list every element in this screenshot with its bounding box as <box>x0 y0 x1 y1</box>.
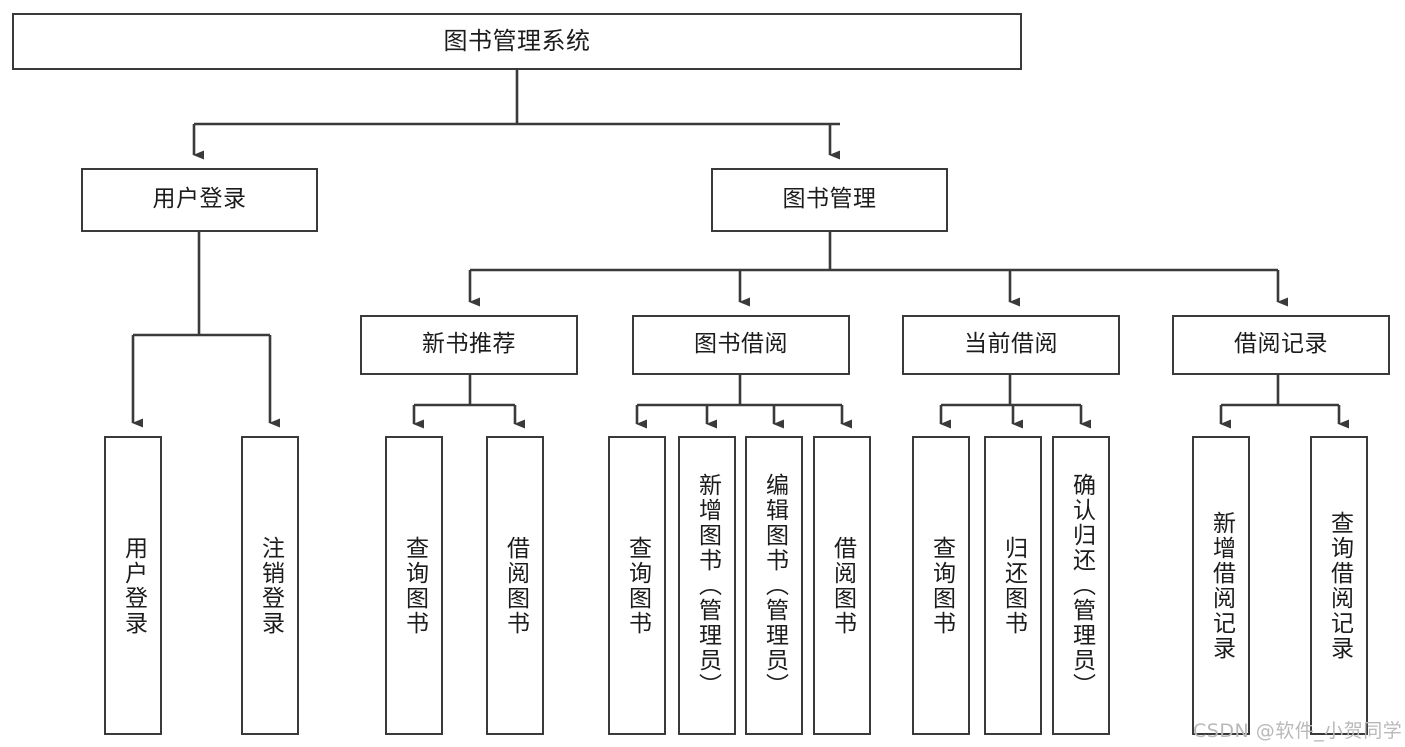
node-root-system[interactable]: 图书管理系统 <box>12 13 1022 70</box>
node-leaf-query-borrow-record[interactable]: 查询借阅记录 <box>1310 436 1368 735</box>
node-label: 新书推荐 <box>422 331 516 358</box>
node-user-login[interactable]: 用户登录 <box>81 168 318 232</box>
node-leaf-logout-login[interactable]: 注销登录 <box>241 436 299 735</box>
node-label: 查询借阅记录 <box>1326 510 1353 661</box>
node-label: 确认归还（管理员） <box>1068 473 1095 698</box>
node-leaf-borrow-book-recommend[interactable]: 借阅图书 <box>486 436 544 735</box>
node-leaf-borrow-book[interactable]: 借阅图书 <box>813 436 871 735</box>
node-label: 图书管理 <box>782 186 877 213</box>
node-leaf-confirm-return-admin[interactable]: 确认归还（管理员） <box>1052 436 1110 735</box>
node-leaf-query-book-current[interactable]: 查询图书 <box>912 436 970 735</box>
node-book-borrow[interactable]: 图书借阅 <box>632 315 850 375</box>
node-label: 新增图书（管理员） <box>694 473 721 698</box>
node-leaf-user-login[interactable]: 用户登录 <box>104 436 162 735</box>
node-leaf-return-book[interactable]: 归还图书 <box>984 436 1042 735</box>
node-label: 查询图书 <box>401 535 428 636</box>
node-label: 图书管理系统 <box>443 27 591 56</box>
node-label: 借阅图书 <box>502 535 529 636</box>
node-label: 新增借阅记录 <box>1208 510 1235 661</box>
node-leaf-add-borrow-record[interactable]: 新增借阅记录 <box>1192 436 1250 735</box>
node-label: 借阅记录 <box>1234 331 1328 358</box>
node-label: 编辑图书（管理员） <box>761 473 788 698</box>
node-label: 查询图书 <box>928 535 955 636</box>
node-label: 查询图书 <box>624 535 651 636</box>
node-leaf-query-book-recommend[interactable]: 查询图书 <box>385 436 443 735</box>
node-label: 借阅图书 <box>829 535 856 636</box>
node-book-management[interactable]: 图书管理 <box>711 168 948 232</box>
csdn-watermark: CSDN @软件_小贺同学 <box>1193 720 1403 742</box>
node-label: 注销登录 <box>257 535 284 636</box>
node-label: 图书借阅 <box>694 331 788 358</box>
node-label: 用户登录 <box>152 186 247 213</box>
node-leaf-edit-book-admin[interactable]: 编辑图书（管理员） <box>745 436 803 735</box>
node-borrow-record[interactable]: 借阅记录 <box>1172 315 1390 375</box>
node-label: 归还图书 <box>1000 535 1027 636</box>
node-leaf-query-book-borrow[interactable]: 查询图书 <box>608 436 666 735</box>
node-new-book-recommend[interactable]: 新书推荐 <box>360 315 578 375</box>
node-leaf-add-book-admin[interactable]: 新增图书（管理员） <box>678 436 736 735</box>
node-current-borrow[interactable]: 当前借阅 <box>902 315 1120 375</box>
node-label: 当前借阅 <box>964 331 1058 358</box>
node-label: 用户登录 <box>120 535 147 636</box>
